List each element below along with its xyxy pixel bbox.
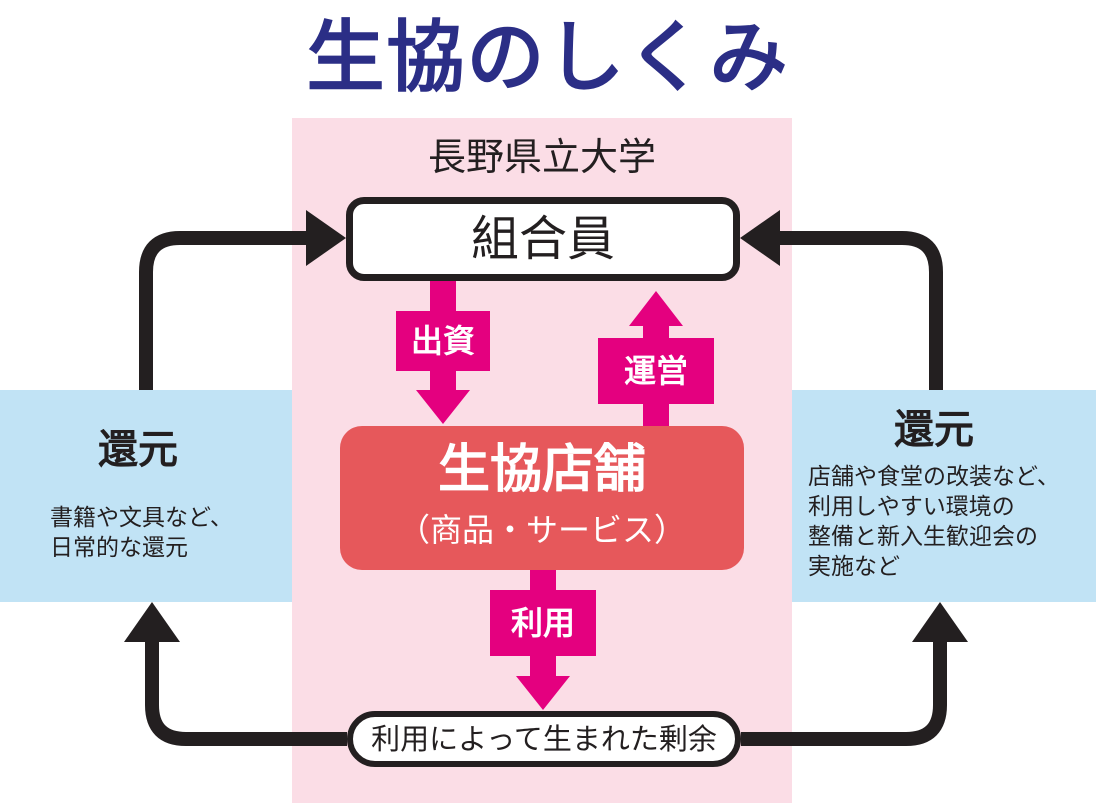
right-return-line: 実施など: [808, 554, 900, 580]
arrowhead-top-right: [740, 210, 780, 266]
left-return-line: 書籍や文具など、: [50, 505, 233, 531]
diagram-title: 生協のしくみ: [306, 13, 790, 103]
usage-arrow-shaft-lower: [530, 656, 556, 676]
investment-arrowhead: [416, 390, 470, 424]
right-return-panel: [792, 390, 1096, 602]
right-return-line: 店舗や食堂の改装など、: [808, 464, 1060, 490]
usage-arrowhead: [516, 676, 570, 710]
right-return-line: 利用しやすい環境の: [808, 494, 1015, 520]
loop-arrow-top-left: [139, 231, 318, 390]
surplus-box: 利用によって生まれた剰余: [347, 711, 741, 767]
store-subtitle: （商品・サービス）: [397, 511, 686, 549]
management-label: 運営: [598, 338, 714, 404]
member-box: 組合員: [346, 197, 740, 281]
right-return-heading: 還元: [894, 407, 974, 453]
right-return-line: 整備と新入生歓迎会の: [808, 524, 1038, 550]
arrowhead-bottom-left: [124, 602, 180, 642]
usage-arrow-shaft: [530, 570, 556, 590]
management-arrowhead: [629, 291, 683, 326]
university-label: 長野県立大学: [427, 135, 656, 179]
investment-label: 出資: [396, 311, 490, 371]
store-title: 生協店舗: [437, 440, 646, 500]
loop-arrow-bottom-left: [145, 632, 347, 746]
investment-arrow-shaft-lower: [430, 370, 456, 390]
loop-arrow-top-right: [768, 231, 943, 390]
investment-arrow-shaft: [430, 281, 456, 311]
management-arrow-shaft: [643, 326, 669, 338]
usage-label: 利用: [490, 590, 596, 656]
left-return-line: 日常的な還元: [50, 535, 188, 561]
left-return-description: 書籍や文具など、 日常的な還元: [50, 503, 290, 563]
store-box: [340, 426, 744, 570]
left-return-heading: 還元: [98, 427, 178, 473]
loop-arrow-bottom-right: [741, 632, 947, 746]
management-arrow-shaft-lower: [643, 403, 669, 426]
left-return-panel: [0, 390, 292, 602]
arrowhead-top-left: [306, 210, 346, 266]
right-return-description: 店舗や食堂の改装など、 利用しやすい環境の 整備と新入生歓迎会の 実施など: [808, 462, 1094, 582]
arrowhead-bottom-right: [912, 602, 968, 642]
